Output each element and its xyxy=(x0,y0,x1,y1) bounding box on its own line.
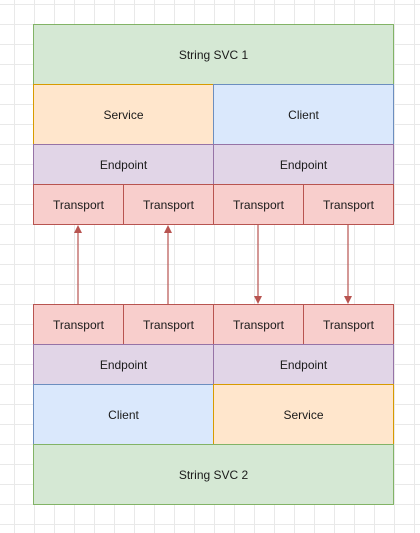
svc2-service-box: Service xyxy=(213,384,394,445)
svc2-transport-1: Transport xyxy=(33,304,124,345)
svc1-service-box: Service xyxy=(33,84,214,145)
svc1-endpoint-right-label: Endpoint xyxy=(279,157,328,172)
svc2-endpoint-left: Endpoint xyxy=(33,344,214,385)
svc2-transport-4: Transport xyxy=(303,304,394,345)
svc1-service-label: Service xyxy=(103,107,144,122)
svc1-client-box: Client xyxy=(213,84,394,145)
svc1-endpoint-left-label: Endpoint xyxy=(99,157,148,172)
svc1-transport-1-label: Transport xyxy=(53,197,104,212)
svc2-transport-3-label: Transport xyxy=(233,317,284,332)
svc1-transport-4: Transport xyxy=(303,184,394,225)
svc2-transport-2-label: Transport xyxy=(143,317,194,332)
svc2-title: String SVC 2 xyxy=(178,467,249,482)
svc1-client-label: Client xyxy=(288,107,319,122)
svc1-endpoint-left: Endpoint xyxy=(33,144,214,185)
svc2-transport-1-label: Transport xyxy=(53,317,104,332)
svc2-transport-4-label: Transport xyxy=(323,317,374,332)
svc1-transport-2-label: Transport xyxy=(143,197,194,212)
svc1-transport-2: Transport xyxy=(123,184,214,225)
svc1-transport-3: Transport xyxy=(213,184,304,225)
svc1-endpoint-right: Endpoint xyxy=(213,144,394,185)
svc2-title-box: String SVC 2 xyxy=(33,444,394,505)
svc1-transport-3-label: Transport xyxy=(233,197,284,212)
svc2-service-label: Service xyxy=(283,407,324,422)
svc2-endpoint-right: Endpoint xyxy=(213,344,394,385)
svc2-transport-3: Transport xyxy=(213,304,304,345)
svc2-client-label: Client xyxy=(108,407,139,422)
svc2-endpoint-right-label: Endpoint xyxy=(279,357,328,372)
svc2-transport-2: Transport xyxy=(123,304,214,345)
svc1-transport-1: Transport xyxy=(33,184,124,225)
svc2-endpoint-left-label: Endpoint xyxy=(99,357,148,372)
svc1-transport-4-label: Transport xyxy=(323,197,374,212)
svc1-title: String SVC 1 xyxy=(178,47,249,62)
svc2-client-box: Client xyxy=(33,384,214,445)
svc1-title-box: String SVC 1 xyxy=(33,24,394,85)
